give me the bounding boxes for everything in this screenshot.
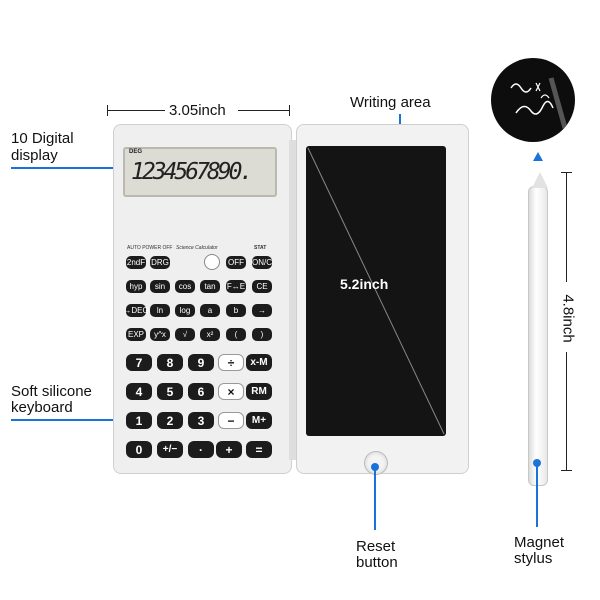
- writing-screen[interactable]: [306, 146, 446, 436]
- key-decimal[interactable]: ·: [188, 441, 214, 458]
- key-to-deg[interactable]: →DEG: [123, 304, 149, 317]
- lcd-digits: 1234567890.: [131, 159, 253, 185]
- reset-pointer: [374, 466, 376, 530]
- key-close-paren[interactable]: ): [252, 328, 272, 341]
- handwriting-icon: [510, 77, 568, 129]
- key-off[interactable]: OFF: [226, 256, 246, 269]
- key-multiply[interactable]: ×: [218, 383, 244, 400]
- key-open-paren[interactable]: (: [226, 328, 246, 341]
- width-dimension-line: [238, 110, 290, 111]
- key-x-m[interactable]: x-M: [246, 354, 272, 371]
- key-b[interactable]: b: [226, 304, 246, 317]
- key-tan[interactable]: tan: [200, 280, 220, 293]
- key-4[interactable]: 4: [126, 383, 152, 400]
- key-y-pow-x[interactable]: y^x: [150, 328, 170, 341]
- key-m-plus[interactable]: M+: [246, 412, 272, 429]
- magnet-stylus[interactable]: [528, 186, 548, 486]
- stylus-label-line1: Magnet: [514, 534, 565, 551]
- key-9[interactable]: 9: [188, 354, 214, 371]
- stylus-tip: [532, 172, 548, 188]
- height-dimension-tick: [561, 172, 572, 173]
- key-hyp[interactable]: hyp: [126, 280, 146, 293]
- width-dimension-tick: [289, 105, 290, 116]
- key-f-e[interactable]: F↔E: [226, 280, 246, 293]
- lcd-display: DEG 1234567890.: [123, 147, 277, 197]
- width-label: 3.05inch: [169, 102, 226, 119]
- key-8[interactable]: 8: [157, 354, 183, 371]
- stat-label: STAT: [254, 245, 267, 251]
- reset-label-line2: button: [356, 554, 398, 571]
- key-ln[interactable]: ln: [150, 304, 170, 317]
- arrow-up-icon: [533, 152, 543, 161]
- key-2[interactable]: 2: [157, 412, 183, 429]
- auto-power-off-label: AUTO POWER OFF: [127, 245, 173, 251]
- reset-dot: [371, 463, 379, 471]
- key-drg[interactable]: DRG: [150, 256, 170, 269]
- height-dimension-line: [566, 172, 567, 282]
- key-round-button[interactable]: [204, 254, 220, 270]
- width-dimension-tick: [107, 105, 108, 116]
- key-x-squared[interactable]: x²: [200, 328, 220, 341]
- hinge: [289, 140, 297, 460]
- key-1[interactable]: 1: [126, 412, 152, 429]
- height-label: 4.8inch: [559, 294, 577, 343]
- digital-display-label-line2: display: [11, 147, 58, 164]
- key-onc[interactable]: ON/C: [252, 256, 272, 269]
- lcd-deg-indicator: DEG: [129, 149, 143, 155]
- writing-area-label: Writing area: [350, 94, 431, 111]
- height-dimension-tick: [561, 470, 572, 471]
- key-plus-minus[interactable]: +/−: [157, 441, 183, 458]
- reset-label-line1: Reset: [356, 538, 396, 555]
- key-2ndf[interactable]: 2ndF: [126, 256, 146, 269]
- height-dimension-line: [566, 352, 567, 470]
- digital-display-label-line1: 10 Digital: [11, 130, 74, 147]
- key-ce[interactable]: CE: [252, 280, 272, 293]
- key-a[interactable]: a: [200, 304, 220, 317]
- key-cos[interactable]: cos: [175, 280, 195, 293]
- science-calculator-label: Science Calculator: [176, 245, 218, 251]
- keyboard-pointer: [11, 419, 129, 421]
- stylus-label-line2: stylus: [514, 550, 553, 567]
- key-equals[interactable]: =: [246, 441, 272, 458]
- width-dimension-line: [107, 110, 165, 111]
- key-rm[interactable]: RM: [246, 383, 272, 400]
- key-log[interactable]: log: [175, 304, 195, 317]
- writing-sample-image: [491, 58, 575, 142]
- stylus-pointer: [536, 463, 538, 527]
- key-3[interactable]: 3: [188, 412, 214, 429]
- key-0[interactable]: 0: [126, 441, 152, 458]
- keyboard-label-line2: keyboard: [11, 399, 73, 416]
- key-plus[interactable]: +: [216, 441, 242, 458]
- screen-size-label: 5.2inch: [340, 276, 389, 292]
- key-arrow[interactable]: →: [252, 304, 272, 317]
- key-divide[interactable]: ÷: [218, 354, 244, 371]
- screen-diagonal: [307, 147, 445, 435]
- keyboard-label-line1: Soft silicone: [11, 383, 92, 400]
- key-sqrt[interactable]: √: [175, 328, 195, 341]
- key-sin[interactable]: sin: [150, 280, 170, 293]
- key-6[interactable]: 6: [188, 383, 214, 400]
- key-5[interactable]: 5: [157, 383, 183, 400]
- key-minus[interactable]: −: [218, 412, 244, 429]
- key-exp[interactable]: EXP: [126, 328, 146, 341]
- key-7[interactable]: 7: [126, 354, 152, 371]
- digital-display-pointer: [11, 167, 124, 169]
